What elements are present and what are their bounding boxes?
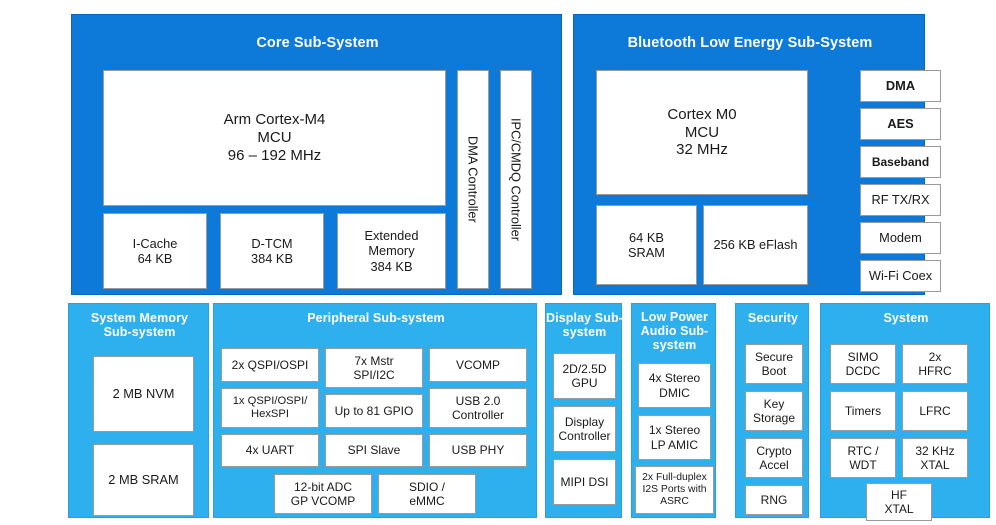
display-block-mipi-dsi: MIPI DSI (553, 459, 616, 505)
core-memory-block-i-cache: I-Cache 64 KB (103, 213, 207, 289)
peripheral-block-uart: 4x UART (221, 434, 319, 467)
security-subsystem-title: Security (747, 311, 799, 325)
system-memory-block-sram: 2 MB SRAM (93, 444, 194, 516)
peripheral-block-sdio-emmc: SDIO / eMMC (378, 474, 476, 514)
panel-low-power-audio-subsystem: Low Power Audio Sub-system 4x Stereo DMI… (631, 303, 716, 518)
core-memory-block-d-tcm: D-TCM 384 KB (220, 213, 324, 289)
peripheral-block-usb20-controller: USB 2.0 Controller (429, 388, 527, 428)
ble-radio-block-dma: DMA (860, 70, 941, 102)
ble-subsystem-title: Bluetooth Low Energy Sub-System (627, 35, 873, 51)
system-block-timers: Timers (830, 391, 896, 431)
peripheral-subsystem-title: Peripheral Sub-system (307, 311, 445, 325)
ble-radio-block-modem: Modem (860, 222, 941, 254)
ble-memory-block-eflash: 256 KB eFlash (703, 205, 808, 285)
peripheral-block-spi-slave: SPI Slave (325, 434, 423, 467)
system-memory-block-nvm: 2 MB NVM (93, 356, 194, 432)
display-block-display-controller: Display Controller (553, 406, 616, 452)
panel-display-subsystem: Display Sub-system 2D/2.5D GPU Display C… (545, 303, 623, 518)
audio-block-i2s-ports-asrc: 2x Full-duplex I2S Ports with ASRC (635, 466, 714, 514)
peripheral-block-qspi-ospi-hexspi: 1x QSPI/OSPI/ HexSPI (221, 388, 319, 428)
ble-radio-block-baseband: Baseband (860, 146, 941, 178)
panel-system-memory-subsystem: System Memory Sub-system 2 MB NVM 2 MB S… (68, 303, 209, 518)
panel-peripheral-subsystem: Peripheral Sub-system 2x QSPI/OSPI 1x QS… (213, 303, 537, 518)
peripheral-block-qspi-ospi: 2x QSPI/OSPI (221, 348, 319, 382)
peripheral-block-vcomp: VCOMP (429, 348, 527, 382)
audio-block-stereo-lp-amic: 1x Stereo LP AMIC (638, 415, 711, 460)
peripheral-block-mstr-spi-i2c: 7x Mstr SPI/I2C (325, 348, 423, 388)
core-subsystem-title: Core Sub-System (256, 35, 379, 51)
panel-security-subsystem: Security Secure Boot Key Storage Crypto … (735, 303, 809, 518)
system-block-lfrc: LFRC (902, 391, 968, 431)
core-mcu-block: Arm Cortex-M4 MCU 96 – 192 MHz (103, 70, 446, 206)
panel-system-subsystem: System SIMO DCDC 2x HFRC Timers LFRC RTC… (820, 303, 990, 521)
system-block-rtc-wdt: RTC / WDT (830, 438, 896, 478)
ble-radio-block-wifi-coex: Wi-Fi Coex (860, 260, 941, 292)
audio-block-stereo-dmic: 4x Stereo DMIC (638, 363, 711, 408)
security-block-secure-boot: Secure Boot (745, 344, 803, 384)
display-block-gpu: 2D/2.5D GPU (553, 353, 616, 399)
security-block-crypto-accel: Crypto Accel (745, 438, 803, 478)
system-block-hf-xtal: HF XTAL (866, 483, 932, 521)
peripheral-block-adc-gp-vcomp: 12-bit ADC GP VCOMP (274, 474, 372, 514)
ble-memory-block-sram: 64 KB SRAM (596, 205, 697, 285)
peripheral-block-usb-phy: USB PHY (429, 434, 527, 467)
ble-radio-block-aes: AES (860, 108, 941, 140)
ble-radio-block-rf-tx-rx: RF TX/RX (860, 184, 941, 216)
core-ipc-cmdq-controller-block: IPC/CMDQ Controller (500, 70, 532, 289)
panel-core-subsystem: Core Sub-System Arm Cortex-M4 MCU 96 – 1… (71, 14, 562, 295)
security-block-key-storage: Key Storage (745, 391, 803, 431)
low-power-audio-subsystem-title: Low Power Audio Sub-system (640, 310, 709, 352)
core-memory-block-extended-memory: Extended Memory 384 KB (337, 213, 446, 289)
system-subsystem-title: System (883, 311, 929, 325)
display-subsystem-title: Display Sub-system (546, 311, 623, 339)
panel-ble-subsystem: Bluetooth Low Energy Sub-System Cortex M… (573, 14, 941, 295)
system-block-32khz-xtal: 32 KHz XTAL (902, 438, 968, 478)
security-block-rng: RNG (745, 485, 803, 515)
system-memory-subsystem-title: System Memory Sub-system (90, 311, 189, 339)
peripheral-block-gpio: Up to 81 GPIO (325, 394, 423, 428)
core-dma-controller-block: DMA Controller (457, 70, 489, 289)
ble-mcu-block: Cortex M0 MCU 32 MHz (596, 70, 808, 195)
system-block-hfrc: 2x HFRC (902, 344, 968, 384)
system-block-simo-dcdc: SIMO DCDC (830, 344, 896, 384)
